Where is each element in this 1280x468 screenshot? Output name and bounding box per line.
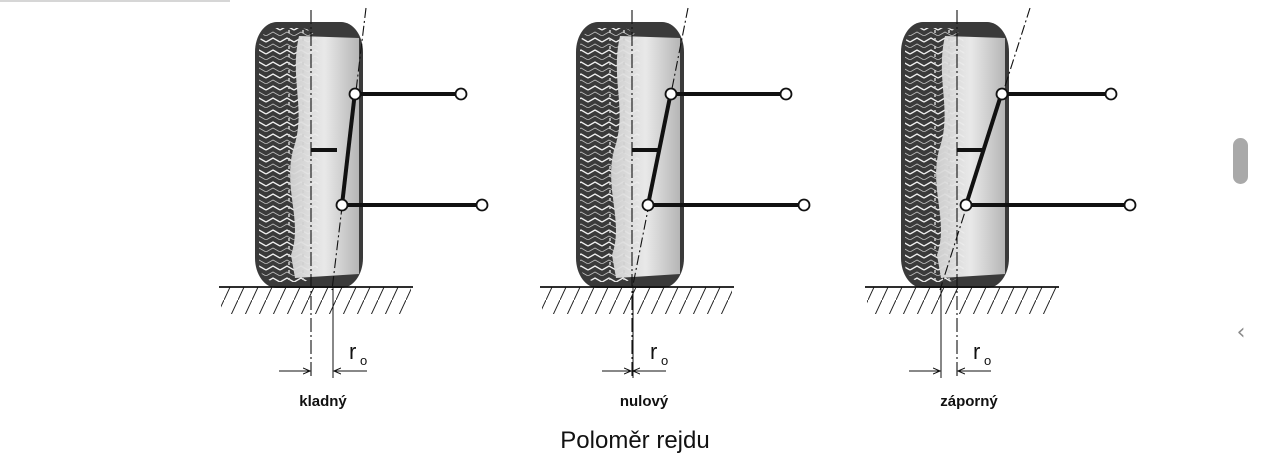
ball-joint	[335, 198, 349, 212]
ball-joint	[995, 87, 1009, 101]
top-edge-bar	[0, 0, 230, 2]
ball-joint	[454, 87, 468, 101]
tire-sidewall	[611, 36, 680, 278]
scrub-radius-symbol: r	[349, 339, 356, 364]
ball-joint	[641, 198, 655, 212]
kingpin-axis	[331, 7, 367, 291]
scrub-radius-subscript: o	[360, 353, 367, 368]
ball-joint	[1123, 198, 1137, 212]
tire-sidewall	[936, 36, 1005, 278]
ground-hatch	[542, 287, 732, 314]
panel-label-zero: nulový	[620, 393, 669, 410]
ball-joint	[475, 198, 489, 212]
panel-label-positive: kladný	[299, 393, 347, 410]
chevron-left-icon[interactable]: ‹	[1236, 320, 1246, 345]
tire-sidewall	[290, 36, 359, 278]
ball-joint	[797, 198, 811, 212]
ball-joint	[348, 87, 362, 101]
figure-caption: Poloměr rejdu	[560, 427, 709, 454]
ground-hatch	[221, 287, 411, 314]
ball-joint	[779, 87, 793, 101]
ball-joint	[1104, 87, 1118, 101]
scrub-radius-subscript: o	[984, 353, 991, 368]
ball-joint	[959, 198, 973, 212]
scrollbar-thumb[interactable]	[1233, 138, 1248, 184]
scrub-radius-subscript: o	[661, 353, 668, 368]
upright	[964, 91, 1004, 206]
kingpin-axis	[631, 7, 689, 291]
scrub-radius-symbol: r	[650, 339, 657, 364]
panel-label-negative: záporný	[940, 393, 998, 410]
ball-joint	[664, 87, 678, 101]
scrub-radius-symbol: r	[973, 339, 980, 364]
ground-hatch	[867, 287, 1057, 314]
upright	[646, 91, 673, 206]
upright	[340, 91, 357, 206]
